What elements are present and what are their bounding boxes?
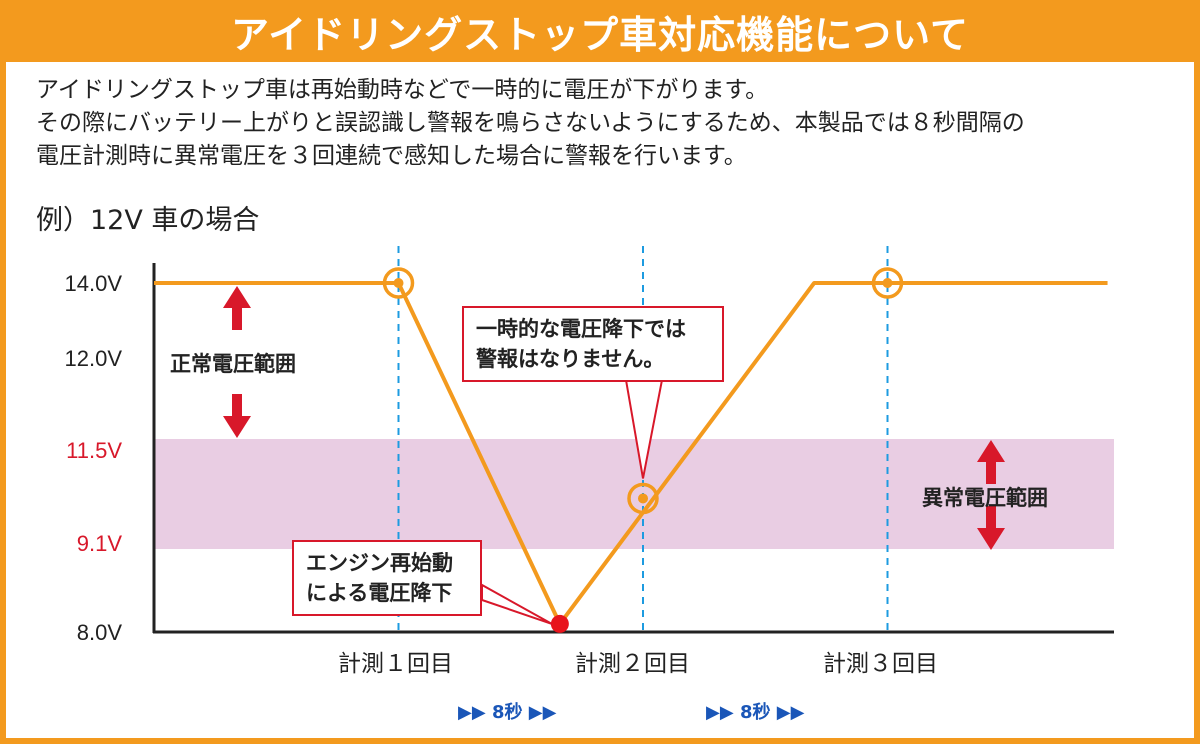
fast-forward-icon: ▶▶ xyxy=(706,702,734,723)
measurement-dot-3 xyxy=(882,278,893,288)
abnormal-range-label: 異常電圧範囲 xyxy=(922,486,1048,510)
y-tick-label: 11.5V xyxy=(66,438,122,463)
description-line: 電圧計測時に異常電圧を３回連続で感知した場合に警報を行います。 xyxy=(36,143,747,169)
example-label: 例）12V 車の場合 xyxy=(36,205,260,236)
callout-line: 一時的な電圧降下では xyxy=(476,317,686,341)
y-tick-label: 9.1V xyxy=(77,531,123,556)
y-tick-label: 12.0V xyxy=(65,346,123,371)
arrow-down-icon xyxy=(223,394,251,438)
callout-temporary-drop: 一時的な電圧降下では 警報はなりません。 xyxy=(462,306,724,382)
y-tick-label: 14.0V xyxy=(65,271,123,296)
description: アイドリングストップ車は再始動時などで一時的に電圧が下がります。 その際にバッテ… xyxy=(36,74,1176,173)
x-tick-measure-1: 計測１回目 xyxy=(338,651,453,677)
abnormal-band xyxy=(154,439,1114,549)
normal-range-label: 正常電圧範囲 xyxy=(170,352,296,376)
measurement-marker-2 xyxy=(627,482,659,515)
description-line: アイドリングストップ車は再始動時などで一時的に電圧が下がります。 xyxy=(36,77,769,103)
fast-forward-icon: ▶▶ xyxy=(776,702,805,723)
arrow-up-icon xyxy=(223,286,251,330)
interval-2: ▶▶ 8秒 ▶▶ xyxy=(706,698,804,724)
callout-line: 警報はなりません。 xyxy=(476,347,665,371)
arrow-up-icon xyxy=(977,440,1005,484)
callout-line: による電圧降下 xyxy=(306,581,453,605)
measurement-marker-1 xyxy=(382,267,415,299)
callout-engine-restart: エンジン再始動 による電圧降下 xyxy=(292,540,482,616)
arrow-down-icon xyxy=(977,506,1005,550)
x-tick-measure-3: 計測３回目 xyxy=(823,651,938,677)
measurement-dot-2 xyxy=(638,493,648,504)
callout-line: エンジン再始動 xyxy=(306,551,453,575)
fast-forward-icon: ▶▶ xyxy=(458,702,486,723)
x-tick-measure-2: 計測２回目 xyxy=(575,651,690,677)
interval-label: 8秒 xyxy=(739,702,771,723)
low-point-dot xyxy=(550,614,569,633)
interval-1: ▶▶ 8秒 ▶▶ xyxy=(458,698,556,724)
fast-forward-icon: ▶▶ xyxy=(528,702,557,723)
callout-pointer-drop xyxy=(481,583,553,625)
y-tick-label: 8.0V xyxy=(77,620,123,645)
measurement-marker-3 xyxy=(871,267,904,299)
page-title: アイドリングストップ車対応機能について xyxy=(0,0,1200,62)
interval-label: 8秒 xyxy=(491,702,523,723)
voltage-line xyxy=(154,281,1108,626)
measurement-dot-1 xyxy=(393,278,404,288)
description-line: その際にバッテリー上がりと誤認識し警報を鳴らさないようにするため、本製品では８秒… xyxy=(36,110,1025,136)
